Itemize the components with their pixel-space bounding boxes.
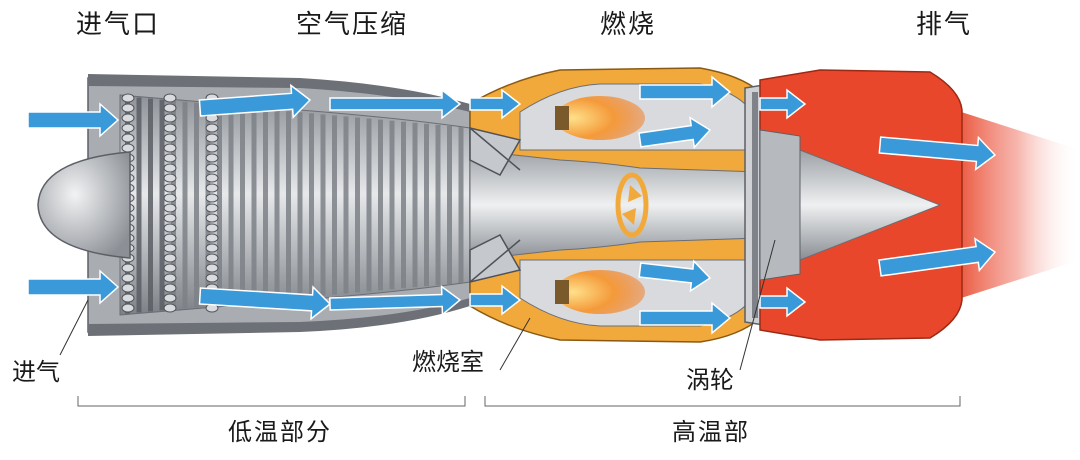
fan-blade-segment <box>206 204 218 212</box>
fan-blade-segment <box>206 214 218 222</box>
compressor-blade-row <box>401 122 406 289</box>
fan-blade-segment <box>164 294 176 302</box>
compressor-blade-row <box>229 106 234 304</box>
compressor-blade-row <box>137 98 142 313</box>
fan-blade-segment <box>206 194 218 202</box>
fan-blade-segment <box>206 144 218 152</box>
fan-blade-segment <box>122 114 134 122</box>
fan-blade-segment <box>206 244 218 252</box>
fan-blade-segment <box>164 174 176 182</box>
compressor-blade-row <box>183 102 188 309</box>
bracket-low-temp <box>78 396 465 406</box>
fan-blade-segment <box>164 204 176 212</box>
fan-blade-segment <box>164 214 176 222</box>
compressor-blade-row <box>321 114 326 295</box>
fan-blade-segment <box>164 274 176 282</box>
compressor-blade-row <box>355 117 360 292</box>
fan-blade-segment <box>122 134 134 142</box>
fan-blade-segment <box>164 94 176 102</box>
compressor-blade-row <box>148 99 153 312</box>
fan-blade-segment <box>122 274 134 282</box>
fan-blade-segment <box>164 284 176 292</box>
fan-blade-segment <box>164 164 176 172</box>
fan-blade-segment <box>206 184 218 192</box>
compressor-blade-row <box>263 109 268 301</box>
compressor-blade-row <box>275 110 280 300</box>
fan-blade-segment <box>206 124 218 132</box>
compressor-blade-row <box>344 116 349 293</box>
fan-blade-segment <box>164 264 176 272</box>
fan-blade-segment <box>164 134 176 142</box>
compressor-blade-row <box>413 123 418 288</box>
group-label-high-temp: 高温部 <box>672 420 750 444</box>
fan-blade-segment <box>164 114 176 122</box>
fan-blade-segment <box>122 104 134 112</box>
fan-blade-segment <box>164 194 176 202</box>
fan-blade-segment <box>164 254 176 262</box>
compressor-blade-row <box>286 111 291 299</box>
fan-blade-segment <box>164 104 176 112</box>
fan-blade-segment <box>206 254 218 262</box>
leader-air-in <box>60 300 88 355</box>
section-title-compression: 空气压缩 <box>296 12 408 38</box>
fan-blade-segment <box>206 224 218 232</box>
section-title-combustion: 燃烧 <box>600 12 656 38</box>
compressor-blade-row <box>459 127 464 283</box>
compressor-blade-row <box>378 120 383 291</box>
fuel-nozzle-lower <box>555 280 569 304</box>
section-title-intake: 进气口 <box>76 12 160 38</box>
compressor-blade-row <box>194 103 199 307</box>
fuel-nozzle-upper <box>555 106 569 130</box>
nose-cone <box>38 152 130 258</box>
fan-blade-segment <box>164 124 176 132</box>
compressor-blade-row <box>390 121 395 290</box>
fan-blade-segment <box>164 184 176 192</box>
compressor-blade-row <box>367 119 372 292</box>
fan-blade-segment <box>122 304 134 312</box>
airflow-arrow <box>28 271 118 303</box>
bracket-high-temp <box>485 396 960 406</box>
section-title-exhaust: 排气 <box>916 12 972 38</box>
fan-blade-segment <box>206 174 218 182</box>
fan-blade-segment <box>122 124 134 132</box>
compressor-blade-row <box>252 108 257 302</box>
airflow-arrow <box>28 104 118 136</box>
fan-blade-segment <box>122 94 134 102</box>
compressor-blade-row <box>447 126 452 284</box>
callout-air-in: 进气 <box>12 360 60 384</box>
fan-blade-segment <box>206 134 218 142</box>
fan-blade-segment <box>164 244 176 252</box>
compressor-blade-row <box>309 113 314 296</box>
fan-blade-segment <box>206 154 218 162</box>
fan-blade-segment <box>164 234 176 242</box>
callout-turbine: 涡轮 <box>686 368 734 392</box>
fan-blade-segment <box>206 164 218 172</box>
turbine-blade-row <box>752 92 758 318</box>
fan-blade-segment <box>206 234 218 242</box>
fan-blade-segment <box>206 264 218 272</box>
fan-blade-segment <box>122 144 134 152</box>
fan-blade-segment <box>122 294 134 302</box>
group-label-low-temp: 低温部分 <box>228 420 332 444</box>
compressor-blade-row <box>298 112 303 298</box>
fan-blade-segment <box>206 274 218 282</box>
compressor-blade-row <box>436 125 441 285</box>
fan-blade-segment <box>164 304 176 312</box>
fan-blade-segment <box>164 224 176 232</box>
callout-combustion-chamber: 燃烧室 <box>412 350 484 374</box>
turbine-disc <box>760 130 800 280</box>
compressor-blade-row <box>217 105 222 305</box>
fan-blade-segment <box>122 284 134 292</box>
compressor-blade-row <box>240 107 245 303</box>
fan-blade-segment <box>164 144 176 152</box>
fan-blade-segment <box>164 154 176 162</box>
compressor-blade-row <box>332 115 337 294</box>
exhaust-plume <box>955 110 1080 300</box>
compressor-blade-row <box>424 124 429 286</box>
fan-blade-segment <box>122 264 134 272</box>
